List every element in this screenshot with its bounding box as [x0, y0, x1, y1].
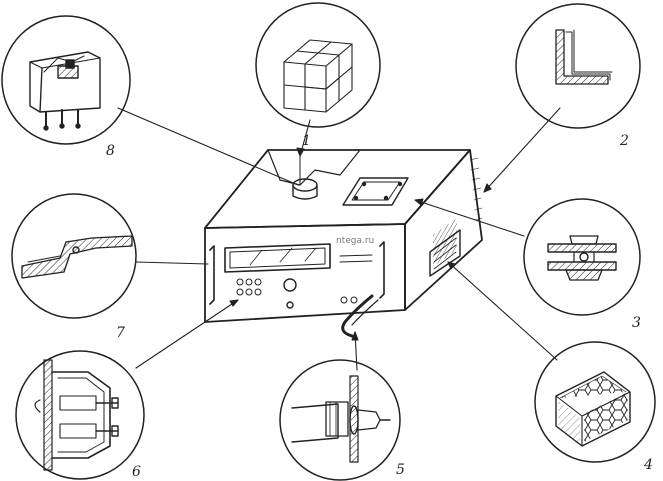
- callout-label-8: 8: [106, 143, 115, 159]
- callout-label-1: 1: [302, 133, 311, 149]
- callout-label-7: 7: [116, 325, 125, 341]
- callout-label-3: 3: [632, 315, 641, 331]
- callout-label-5: 5: [396, 462, 405, 478]
- instrument-box: [204, 149, 483, 338]
- detail-circle-7: [11, 193, 137, 319]
- detail-circle-3: [523, 198, 641, 316]
- detail-circle-2: [515, 3, 641, 129]
- watermark: ntega.ru: [336, 236, 375, 246]
- detail-circle-4: [534, 341, 656, 463]
- callout-label-2: 2: [620, 133, 629, 149]
- callout-label-4: 4: [644, 457, 653, 473]
- callout-label-6: 6: [132, 464, 141, 480]
- leader-lines: [117, 107, 561, 371]
- detail-circle-5: [279, 359, 401, 481]
- detail-circle-1: [255, 2, 381, 128]
- detail-circle-6: [15, 350, 145, 480]
- detail-circle-8: [1, 15, 131, 145]
